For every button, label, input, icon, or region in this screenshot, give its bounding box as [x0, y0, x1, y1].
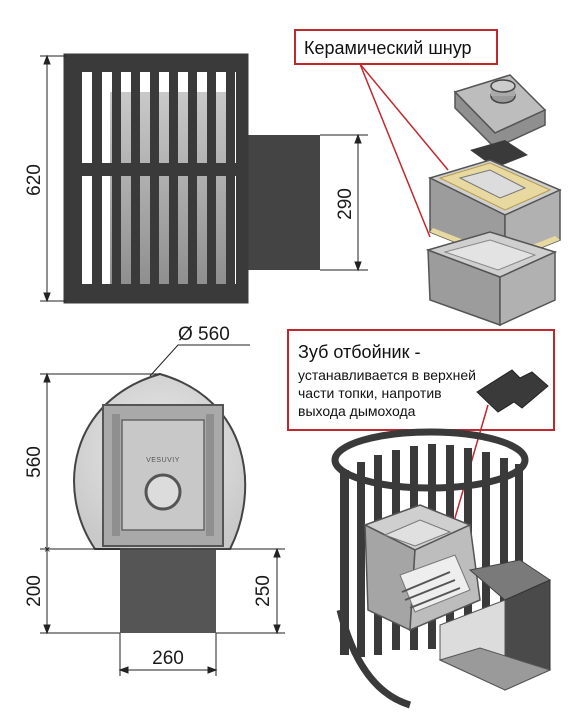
exploded-view: Керамический шнур: [294, 29, 562, 327]
deflector-tooth-part: [476, 369, 549, 413]
callout-deflector-tooth-line-3: выхода дымохода: [298, 403, 416, 419]
exploded-lower-body: [425, 231, 558, 327]
top-stove-rib-right: [206, 414, 214, 536]
dimension-diameter-label: Ø 560: [178, 324, 230, 345]
top-stove-brand: VESUVIY: [146, 457, 180, 464]
callout-ceramic-cord-box: [294, 29, 498, 65]
top-stove-chimney-hole: [144, 473, 182, 511]
dimension-flue-left-label: 200: [24, 575, 45, 607]
dimension-flue-right-label: 250: [253, 575, 274, 607]
dimension-height-total-label: 620: [24, 164, 45, 196]
dimension-flue-width-label: 260: [152, 648, 184, 669]
front-chimney: [240, 135, 320, 270]
dimension-flue-width: [118, 633, 218, 676]
dimension-flue-right: [216, 547, 285, 635]
dimension-chimney-height: [320, 133, 368, 272]
top-flue-duct: [120, 549, 216, 633]
callout-ceramic-cord-title: Керамический шнур: [304, 38, 472, 58]
exploded-insert-plate: [470, 140, 528, 168]
dimension-diameter-leader: [149, 344, 250, 377]
exploded-top-lid: [453, 74, 547, 149]
front-vertical-bars: [68, 56, 246, 301]
top-stove-rib-left: [112, 414, 120, 536]
assembled-view: Зуб отбойник - устанавливается в верхней…: [287, 329, 555, 709]
dimension-chimney-height-label: 290: [335, 188, 356, 220]
top-view: VESUVIY Ø 560 × 560 200 250: [24, 324, 285, 676]
front-view: 620 290: [24, 53, 368, 304]
callout-deflector-tooth-line-1: устанавливается в верхней: [298, 367, 476, 383]
assembled-flue-duct: [438, 559, 552, 691]
assembled-stove: [363, 504, 481, 632]
callout-ceramic-cord-leaders: [359, 63, 449, 238]
dimension-height-total: [40, 54, 66, 303]
dimension-depth-label: 560: [24, 446, 45, 478]
callout-deflector-tooth-title: Зуб отбойник -: [298, 342, 420, 362]
callout-deflector-tooth-line-2: части топки, напротив: [298, 385, 442, 401]
dimension-flue-left: [40, 549, 120, 635]
